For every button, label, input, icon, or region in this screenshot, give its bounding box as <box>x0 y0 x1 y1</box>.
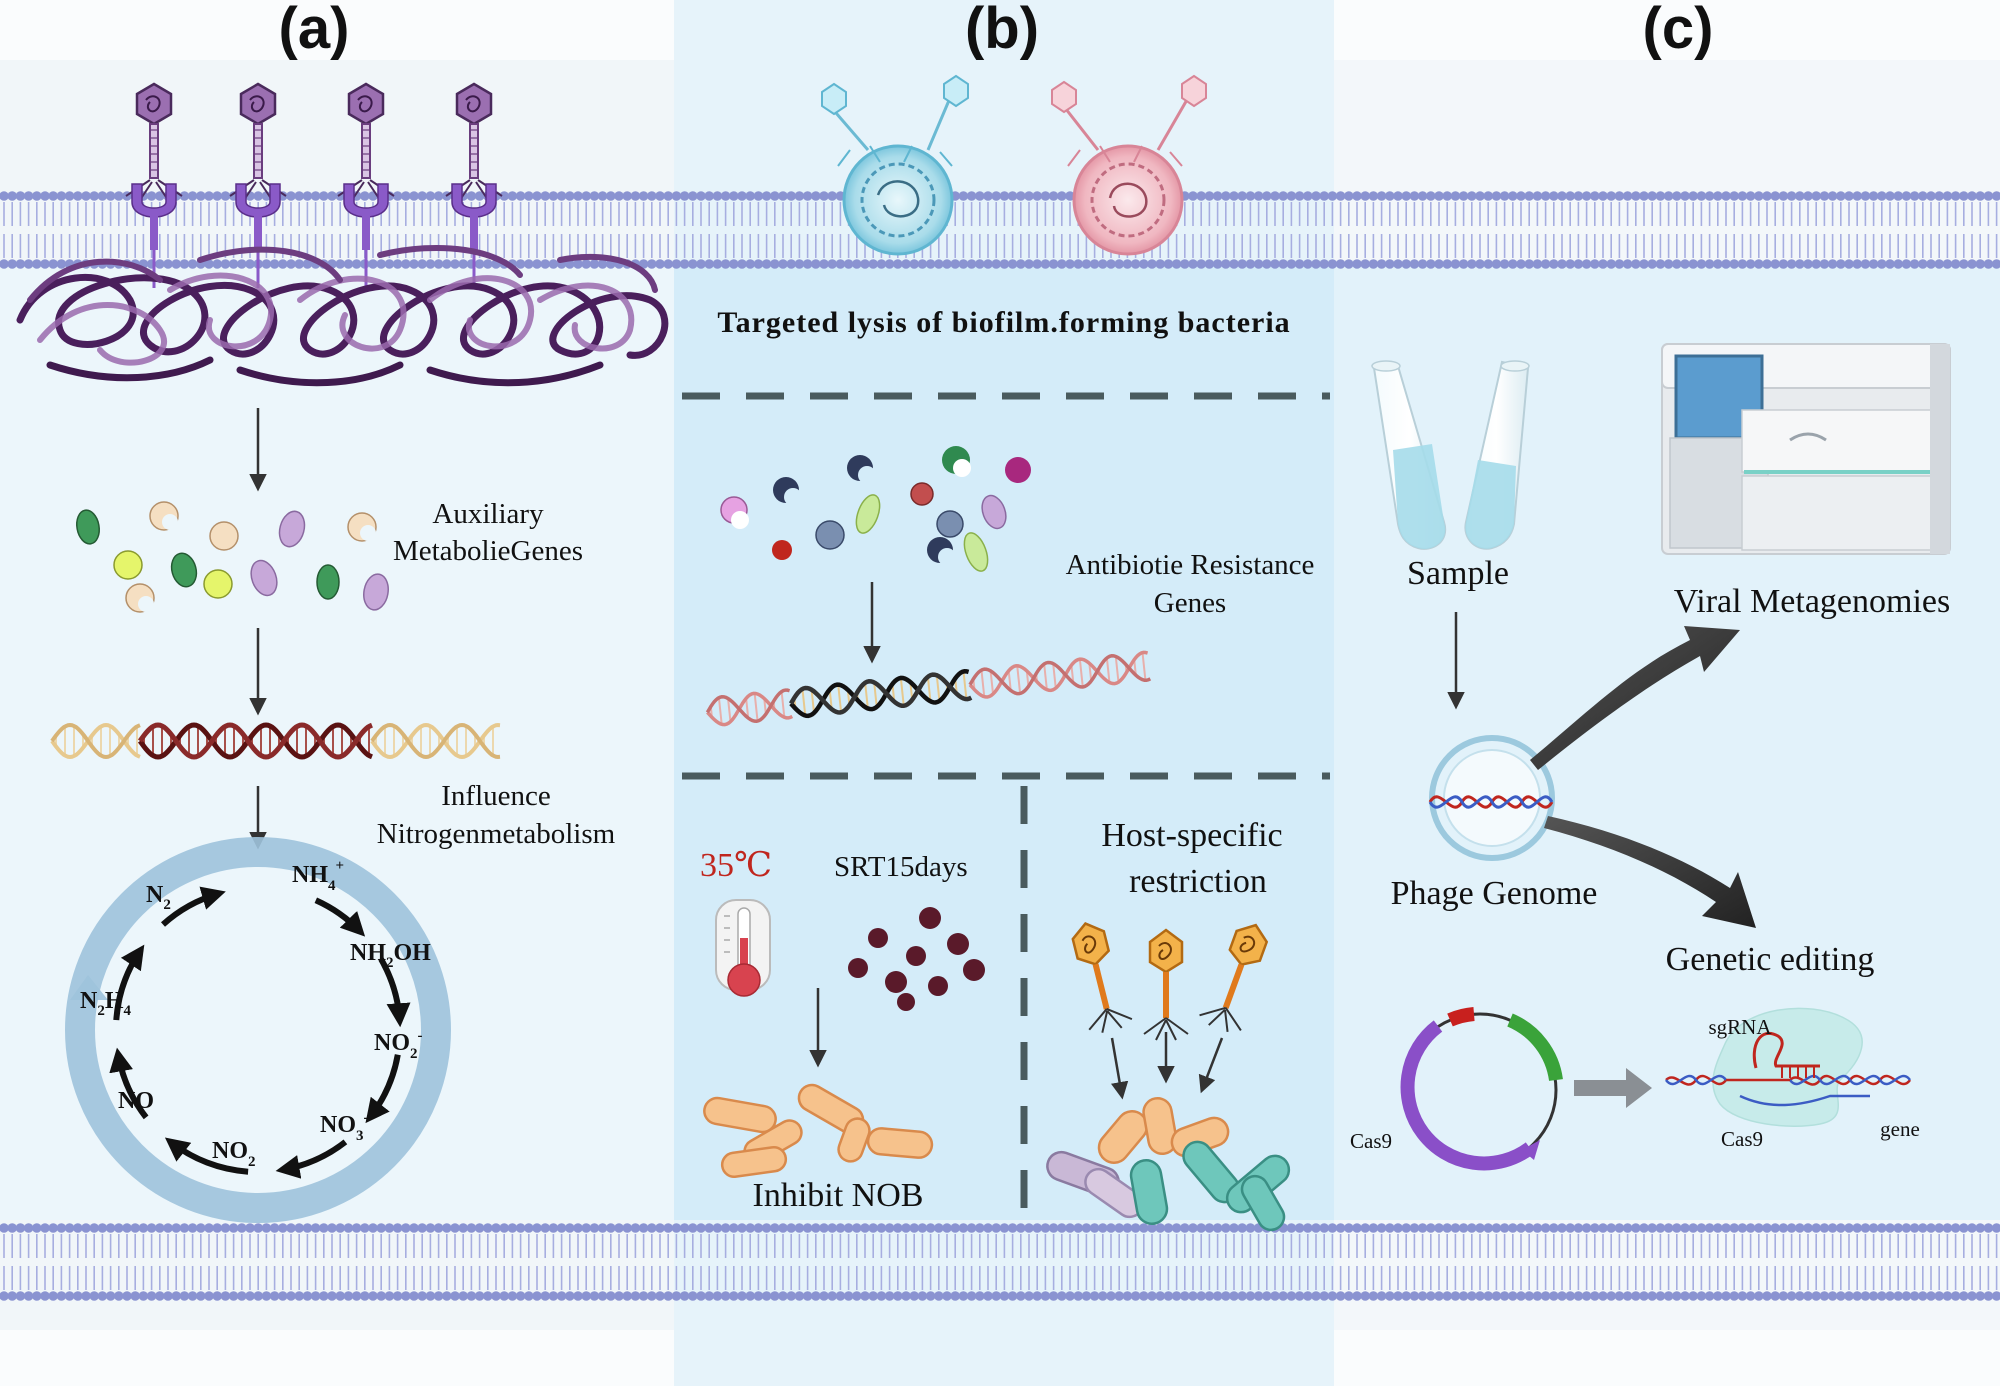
resistance-gene-particles <box>720 446 1031 572</box>
nob-bacteria-icon <box>703 1083 934 1179</box>
inhibit-nob-label: Inhibit NOB <box>753 1177 924 1214</box>
influence-label-line1: Influence <box>441 780 551 812</box>
sequencer-machine-icon <box>1661 343 1951 555</box>
auxiliary-genes-label-line2: MetabolieGenes <box>393 535 583 567</box>
panel-b-background <box>674 262 1334 1220</box>
auxiliary-gene-particles <box>76 501 389 613</box>
auxiliary-genes-label-line1: Auxiliary <box>432 498 544 530</box>
infected-cell-pink-icon <box>1051 74 1207 256</box>
host-bacteria-icon <box>1046 1096 1291 1232</box>
label-n2h4: N2H4 <box>80 988 132 1019</box>
label-n2: N2 <box>146 882 171 913</box>
infected-cell-blue-icon <box>821 74 969 256</box>
phage-injection-arrows <box>1110 1032 1224 1100</box>
cycle-step-arrows <box>109 886 411 1179</box>
targeted-lysis-title: Targeted lysis of biofilm.forming bacter… <box>717 306 1290 339</box>
dna-helix-icon <box>50 722 501 760</box>
cas9-plasmid-label: Cas9 <box>1350 1129 1392 1153</box>
label-nh2oh: NH2OH <box>350 940 431 971</box>
phage-genome-icon <box>1428 735 1555 861</box>
sample-label: Sample <box>1407 555 1509 592</box>
sgrna-label: sgRNA <box>1708 1015 1772 1039</box>
label-no2-top: NO2- <box>374 1028 423 1062</box>
cycle-ring <box>65 837 451 1223</box>
dna-helix-resistance-icon <box>705 650 1152 727</box>
label-no3: NO3- <box>320 1110 369 1144</box>
tangled-phage-dna-icon <box>16 244 669 387</box>
temperature-label: 35℃ <box>700 847 772 884</box>
nitrogen-cycle-diagram: NH4+ NH2OH NO2- NO3- NO2 NO N2H4 N2 <box>65 837 451 1223</box>
host-specific-line1: Host-specific <box>1101 817 1282 854</box>
thermometer-icon <box>715 899 771 997</box>
host-specific-line2: restriction <box>1129 863 1267 900</box>
cell-membrane-bottom <box>0 1223 2000 1301</box>
orange-phages-icon <box>1071 922 1269 1041</box>
panel-a-title: (a) <box>279 0 350 61</box>
phage-genome-label: Phage Genome <box>1391 875 1598 912</box>
genetic-editing-label: Genetic editing <box>1666 941 1875 978</box>
sludge-particles <box>848 907 985 1011</box>
cas9-plasmid-icon <box>1400 1007 1563 1171</box>
gene-label: gene <box>1880 1117 1920 1141</box>
label-nh4: NH4+ <box>292 858 344 894</box>
srt-label: SRT15days <box>834 851 968 883</box>
influence-label-line2: Nitrogenmetabolism <box>377 818 616 850</box>
arg-label-line2: Genes <box>1154 587 1226 619</box>
cycle-ring-arrowhead <box>70 975 108 1000</box>
sample-tubes-icon <box>1371 360 1530 550</box>
panel-b-title: (b) <box>965 0 1039 61</box>
cas9-complex-label: Cas9 <box>1721 1127 1763 1151</box>
label-no2-bottom: NO2 <box>212 1138 256 1170</box>
cas9-complex-icon <box>1664 1007 1912 1127</box>
arrow-plasmid-to-complex <box>1574 1068 1652 1108</box>
label-no: NO <box>118 1088 154 1114</box>
big-curved-arrows <box>1530 626 1756 928</box>
panel-c-title: (c) <box>1643 0 1714 61</box>
arg-label-line1: Antibiotie Resistance <box>1066 549 1315 581</box>
viral-metagenomics-label: Viral Metagenomies <box>1674 583 1950 620</box>
